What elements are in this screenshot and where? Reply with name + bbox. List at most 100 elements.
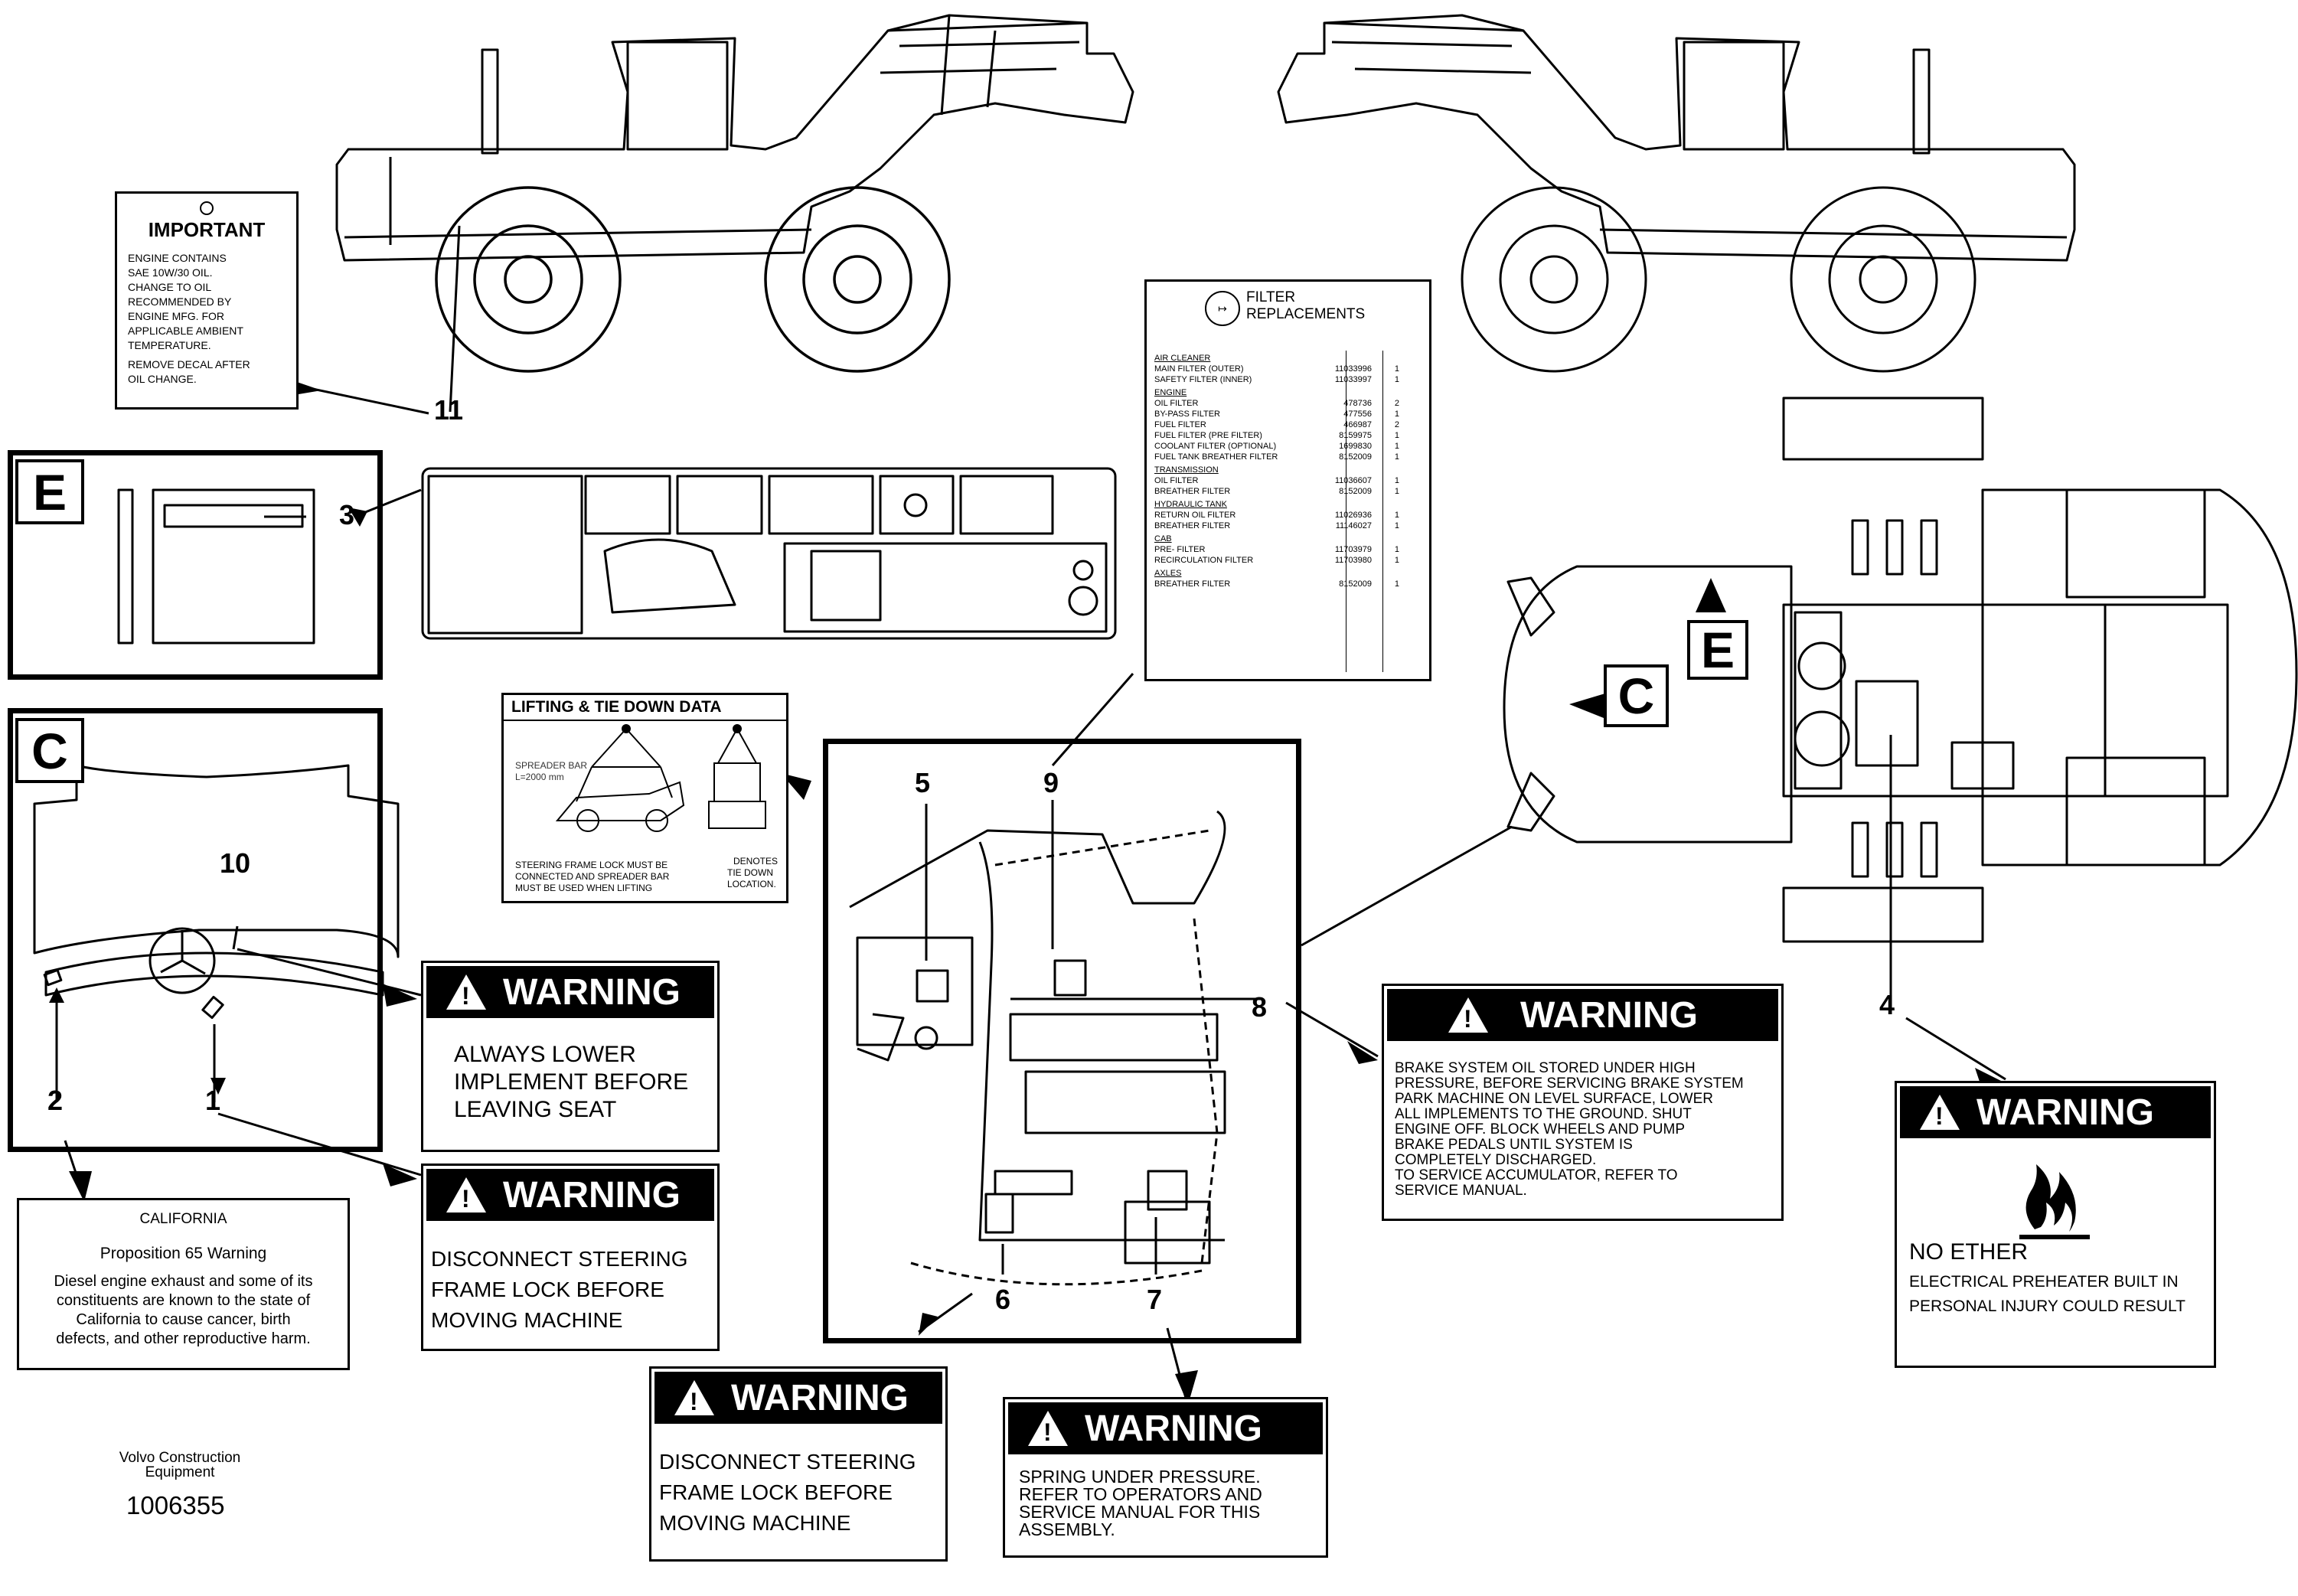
part-number: 1006355 [126, 1491, 225, 1519]
lifting-note-line: CONNECTED AND SPREADER BAR [515, 871, 670, 882]
warning-title: WARNING [1976, 1092, 2154, 1133]
filter-name: COOLANT FILTER (OPTIONAL) [1154, 442, 1277, 451]
important-line: REMOVE DECAL AFTER [128, 358, 250, 370]
manufacturer-label: Volvo Construction Equipment [115, 1451, 245, 1480]
california-line: constituents are known to the state of [56, 1292, 311, 1309]
warning-line: ENGINE OFF. BLOCK WHEELS AND PUMP [1395, 1121, 1686, 1137]
filter-title-line: FILTER [1246, 289, 1296, 305]
filter-name: RECIRCULATION FILTER [1154, 556, 1254, 565]
filter-quantity: 1 [1394, 364, 1399, 374]
filter-quantity: 1 [1394, 521, 1399, 530]
warning-line: SERVICE MANUAL. [1395, 1183, 1527, 1199]
warning-line: ALWAYS LOWER [454, 1042, 636, 1067]
loader-top-view [1503, 397, 2298, 943]
california-prop65-decal: CALIFORNIA Proposition 65 Warning Diesel… [17, 1198, 350, 1370]
callout-7: 7 [1147, 1284, 1163, 1315]
important-line: CHANGE TO OIL [128, 281, 212, 293]
california-line: California to cause cancer, birth [76, 1311, 291, 1328]
california-subtitle: Proposition 65 Warning [100, 1245, 267, 1262]
warning-line: SPRING UNDER PRESSURE. [1019, 1467, 1261, 1487]
warning-header: WARNING [426, 966, 714, 1018]
panel-c-detail [33, 764, 400, 1020]
filter-name: SAFETY FILTER (INNER) [1154, 375, 1252, 384]
warning-title: WARNING [731, 1377, 909, 1418]
filter-part-number: 8152009 [1339, 487, 1372, 496]
filter-part-number: 11033997 [1334, 375, 1372, 384]
top-view-letter-e: E [1687, 620, 1748, 680]
filter-name: OIL FILTER [1154, 476, 1199, 485]
california-line: Diesel engine exhaust and some of its [54, 1273, 313, 1290]
tie-down-legend: DENOTES TIE DOWN LOCATION. [710, 856, 778, 890]
filter-icon: ↦ [1205, 291, 1240, 326]
filter-title-line: REPLACEMENTS [1246, 306, 1366, 322]
california-text: Diesel engine exhaust and some of its co… [19, 1272, 348, 1349]
filter-name: FUEL FILTER (PRE FILTER) [1154, 431, 1262, 440]
callout-1: 1 [205, 1085, 221, 1116]
warning-body: DISCONNECT STEERING FRAME LOCK BEFORE MO… [651, 1427, 945, 1546]
warning-header: WARNING [654, 1372, 942, 1424]
filter-part-number: 478736 [1343, 399, 1372, 408]
callout-9: 9 [1043, 767, 1059, 798]
warning-no-ether-decal: WARNING NO ETHER ELECTRICAL PREHEATER BU… [1895, 1081, 2216, 1368]
filter-part-number: 466987 [1343, 420, 1372, 429]
filter-section-heading: TRANSMISSION [1154, 465, 1219, 475]
warning-title: WARNING [1520, 994, 1698, 1036]
warning-line: REFER TO OPERATORS AND [1019, 1484, 1262, 1504]
warning-line: PARK MACHINE ON LEVEL SURFACE, LOWER [1395, 1091, 1713, 1107]
important-line: ENGINE MFG. FOR [128, 310, 224, 322]
warning-line: IMPLEMENT BEFORE [454, 1069, 689, 1095]
warning-line: BRAKE PEDALS UNTIL SYSTEM IS [1395, 1137, 1633, 1153]
filter-quantity: 1 [1394, 556, 1399, 565]
filter-part-number: 11036607 [1334, 476, 1372, 485]
filter-name: PRE- FILTER [1154, 545, 1206, 554]
filter-section-heading: ENGINE [1154, 388, 1187, 397]
warning-body: DISCONNECT STEERING FRAME LOCK BEFORE MO… [423, 1224, 717, 1343]
warning-header: WARNING [1900, 1086, 2211, 1138]
callout-8: 8 [1252, 991, 1268, 1023]
filter-part-number: 1699830 [1339, 442, 1372, 451]
filter-name: BREATHER FILTER [1154, 579, 1231, 589]
tie-down-line: LOCATION. [727, 879, 776, 889]
filter-part-number: 11026936 [1334, 511, 1372, 520]
warning-header: WARNING [1008, 1402, 1323, 1454]
no-ether-subhead: NO ETHER [1909, 1239, 2029, 1265]
warning-triangle-icon [1028, 1411, 1068, 1447]
warning-title: WARNING [1085, 1408, 1262, 1449]
top-view-letter-c: C [1604, 664, 1669, 727]
filter-part-number: 11146027 [1335, 521, 1372, 530]
warning-body: BRAKE SYSTEM OIL STORED UNDER HIGH PRESS… [1384, 1044, 1781, 1206]
california-line: defects, and other reproductive harm. [56, 1330, 311, 1347]
filter-title: FILTER REPLACEMENTS [1246, 289, 1365, 323]
important-line: SAE 10W/30 OIL. [128, 266, 213, 279]
warning-line: LEAVING SEAT [454, 1097, 617, 1122]
warning-steering-lock-decal-6: WARNING DISCONNECT STEERING FRAME LOCK B… [649, 1366, 948, 1562]
filter-section-heading: AXLES [1154, 569, 1182, 578]
warning-line: ELECTRICAL PREHEATER BUILT IN [1909, 1273, 2179, 1291]
warning-header: WARNING [1387, 989, 1778, 1041]
warning-brake-accumulator-decal: WARNING BRAKE SYSTEM OIL STORED UNDER HI… [1382, 984, 1784, 1221]
warning-line: MOVING MACHINE [431, 1308, 623, 1332]
filter-quantity: 1 [1394, 442, 1399, 451]
lifting-note: STEERING FRAME LOCK MUST BE CONNECTED AN… [515, 860, 669, 894]
tie-down-line: DENOTES [733, 856, 779, 867]
important-line: TEMPERATURE. [128, 339, 211, 351]
warning-line: PRESSURE, BEFORE SERVICING BRAKE SYSTEM [1395, 1075, 1744, 1092]
warning-steering-lock-decal-1: WARNING DISCONNECT STEERING FRAME LOCK B… [421, 1164, 720, 1351]
no-ether-body: ELECTRICAL PREHEATER BUILT IN PERSONAL I… [1897, 1270, 2214, 1319]
warning-line: ASSEMBLY. [1019, 1519, 1115, 1539]
spreader-line: L=2000 mm [515, 772, 564, 782]
warning-title: WARNING [503, 1174, 681, 1216]
warning-lower-implement-decal: WARNING ALWAYS LOWER IMPLEMENT BEFORE LE… [421, 961, 720, 1152]
manufacturer-line: Equipment [145, 1464, 215, 1480]
important-text: ENGINE CONTAINS SAE 10W/30 OIL. CHANGE T… [128, 251, 286, 387]
filter-quantity: 2 [1394, 399, 1399, 408]
filter-name: FUEL FILTER [1154, 420, 1206, 429]
